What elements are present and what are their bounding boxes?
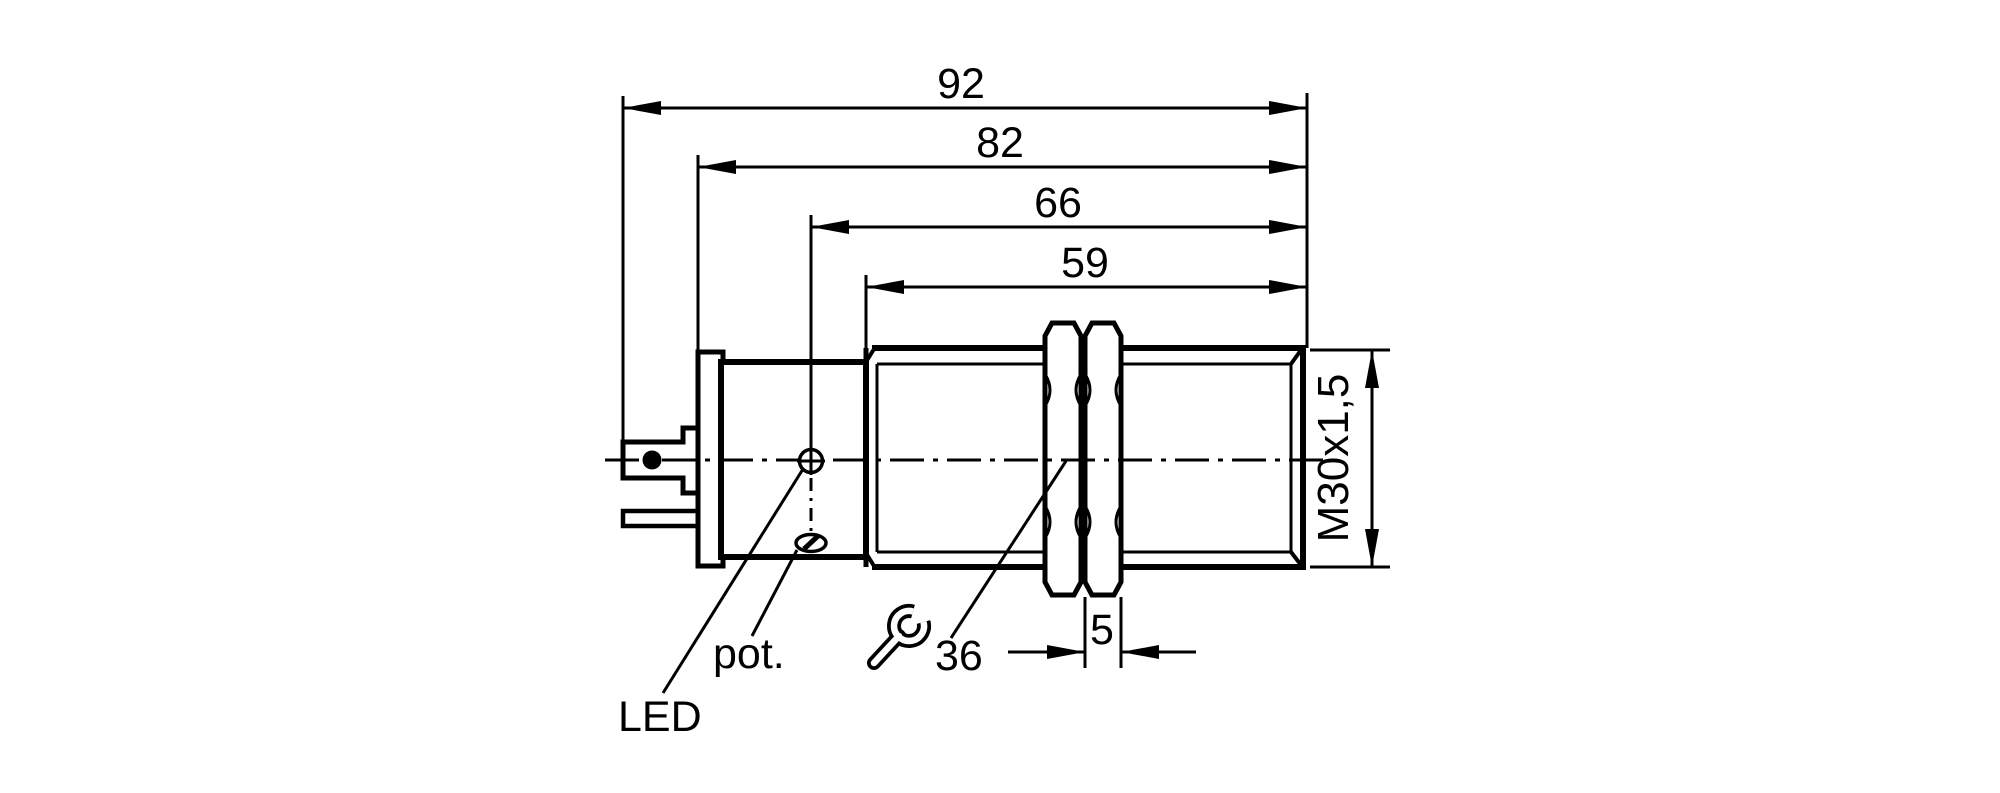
- arrowhead: [811, 220, 849, 234]
- dimension-thread: M30x1,5: [1309, 348, 1390, 569]
- wrench-icon: [867, 603, 932, 670]
- wrench-size-label: 36: [935, 632, 983, 680]
- arrowhead: [1269, 220, 1307, 234]
- arrowhead: [1365, 350, 1379, 388]
- dim-92-label: 92: [937, 60, 985, 108]
- dim-59-label: 59: [1061, 239, 1109, 287]
- arrowhead: [1269, 101, 1307, 115]
- hex-nut-right: [1082, 320, 1124, 598]
- pot-leader-line: [750, 549, 799, 637]
- arrowhead: [1121, 645, 1159, 659]
- arrowhead: [866, 280, 904, 294]
- pot-label: pot.: [713, 630, 785, 678]
- thread-chamfer-top-right: [1289, 348, 1303, 366]
- dim-82-label: 82: [976, 119, 1024, 167]
- dimension-5: 5: [1008, 597, 1196, 668]
- arrowhead: [1365, 529, 1379, 567]
- mounting-nuts: [1042, 320, 1124, 598]
- thread-chamfer-bottom-right: [1289, 550, 1303, 567]
- arrowhead: [623, 101, 661, 115]
- led-label: LED: [618, 693, 702, 741]
- dim-66-label: 66: [1034, 179, 1082, 227]
- connector: [620, 425, 701, 529]
- arrowhead: [1047, 645, 1085, 659]
- pot-screw-slot: [802, 534, 820, 551]
- dimension-59: 59: [864, 239, 1307, 348]
- arrowhead: [1269, 280, 1307, 294]
- dimension-82: 82: [696, 119, 1307, 352]
- led-indicator-symbol: [797, 215, 825, 475]
- thread-chamfer-bottom-left: [864, 551, 876, 568]
- connector-tab: [620, 508, 701, 529]
- dim-5-label: 5: [1090, 606, 1114, 654]
- thread-chamfer-top-left: [864, 347, 876, 364]
- dimension-66: 66: [811, 179, 1307, 234]
- wrench-leader-line: [949, 460, 1068, 639]
- dimension-92: 92: [621, 60, 1307, 442]
- arrowhead: [1269, 160, 1307, 174]
- led-leader-line: [661, 468, 805, 694]
- hex-nut-facet-arcs: [1043, 373, 1123, 539]
- arrowhead: [698, 160, 736, 174]
- thread-spec-label: M30x1,5: [1309, 374, 1358, 543]
- potentiometer-symbol: [794, 478, 828, 554]
